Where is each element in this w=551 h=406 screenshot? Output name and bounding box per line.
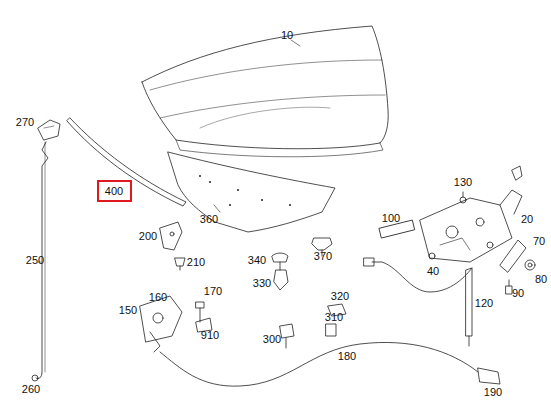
hood — [142, 26, 388, 149]
insulation-mat — [168, 152, 335, 232]
hood-latch — [420, 198, 512, 262]
callout-number: 210 — [187, 257, 205, 268]
callout-number: 910 — [201, 330, 219, 341]
callout-number: 330 — [253, 278, 271, 289]
callout-number: 130 — [454, 177, 472, 188]
callout-number: 300 — [263, 334, 281, 345]
bowden-cable — [160, 342, 478, 386]
callout-number: 160 — [149, 292, 167, 303]
callout-number: 40 — [427, 266, 439, 277]
seal-strip — [67, 118, 186, 206]
highlight-box: 400 — [97, 180, 132, 202]
callout-number: 100 — [382, 213, 400, 224]
callout-number: 200 — [139, 231, 157, 242]
callout-number: 400 — [105, 186, 123, 197]
callout-number: 260 — [22, 384, 40, 395]
callout-number: 70 — [533, 236, 545, 247]
callout-number: 320 — [331, 291, 349, 302]
callout-number: 180 — [338, 351, 356, 362]
callout-number: 370 — [314, 251, 332, 262]
callout-number: 120 — [475, 298, 493, 309]
callout-number: 10 — [281, 30, 293, 41]
callout-number: 170 — [204, 286, 222, 297]
callout-number: 250 — [26, 255, 44, 266]
callout-number: 340 — [248, 255, 266, 266]
release-cable — [372, 262, 472, 292]
callout-number: 150 — [119, 305, 137, 316]
callout-number: 360 — [200, 214, 218, 225]
callout-number: 270 — [16, 117, 34, 128]
callout-number: 20 — [521, 214, 533, 225]
callout-number: 310 — [325, 312, 343, 323]
callout-number: 80 — [535, 274, 547, 285]
callout-number: 190 — [484, 387, 502, 398]
callout-number: 90 — [512, 288, 524, 299]
